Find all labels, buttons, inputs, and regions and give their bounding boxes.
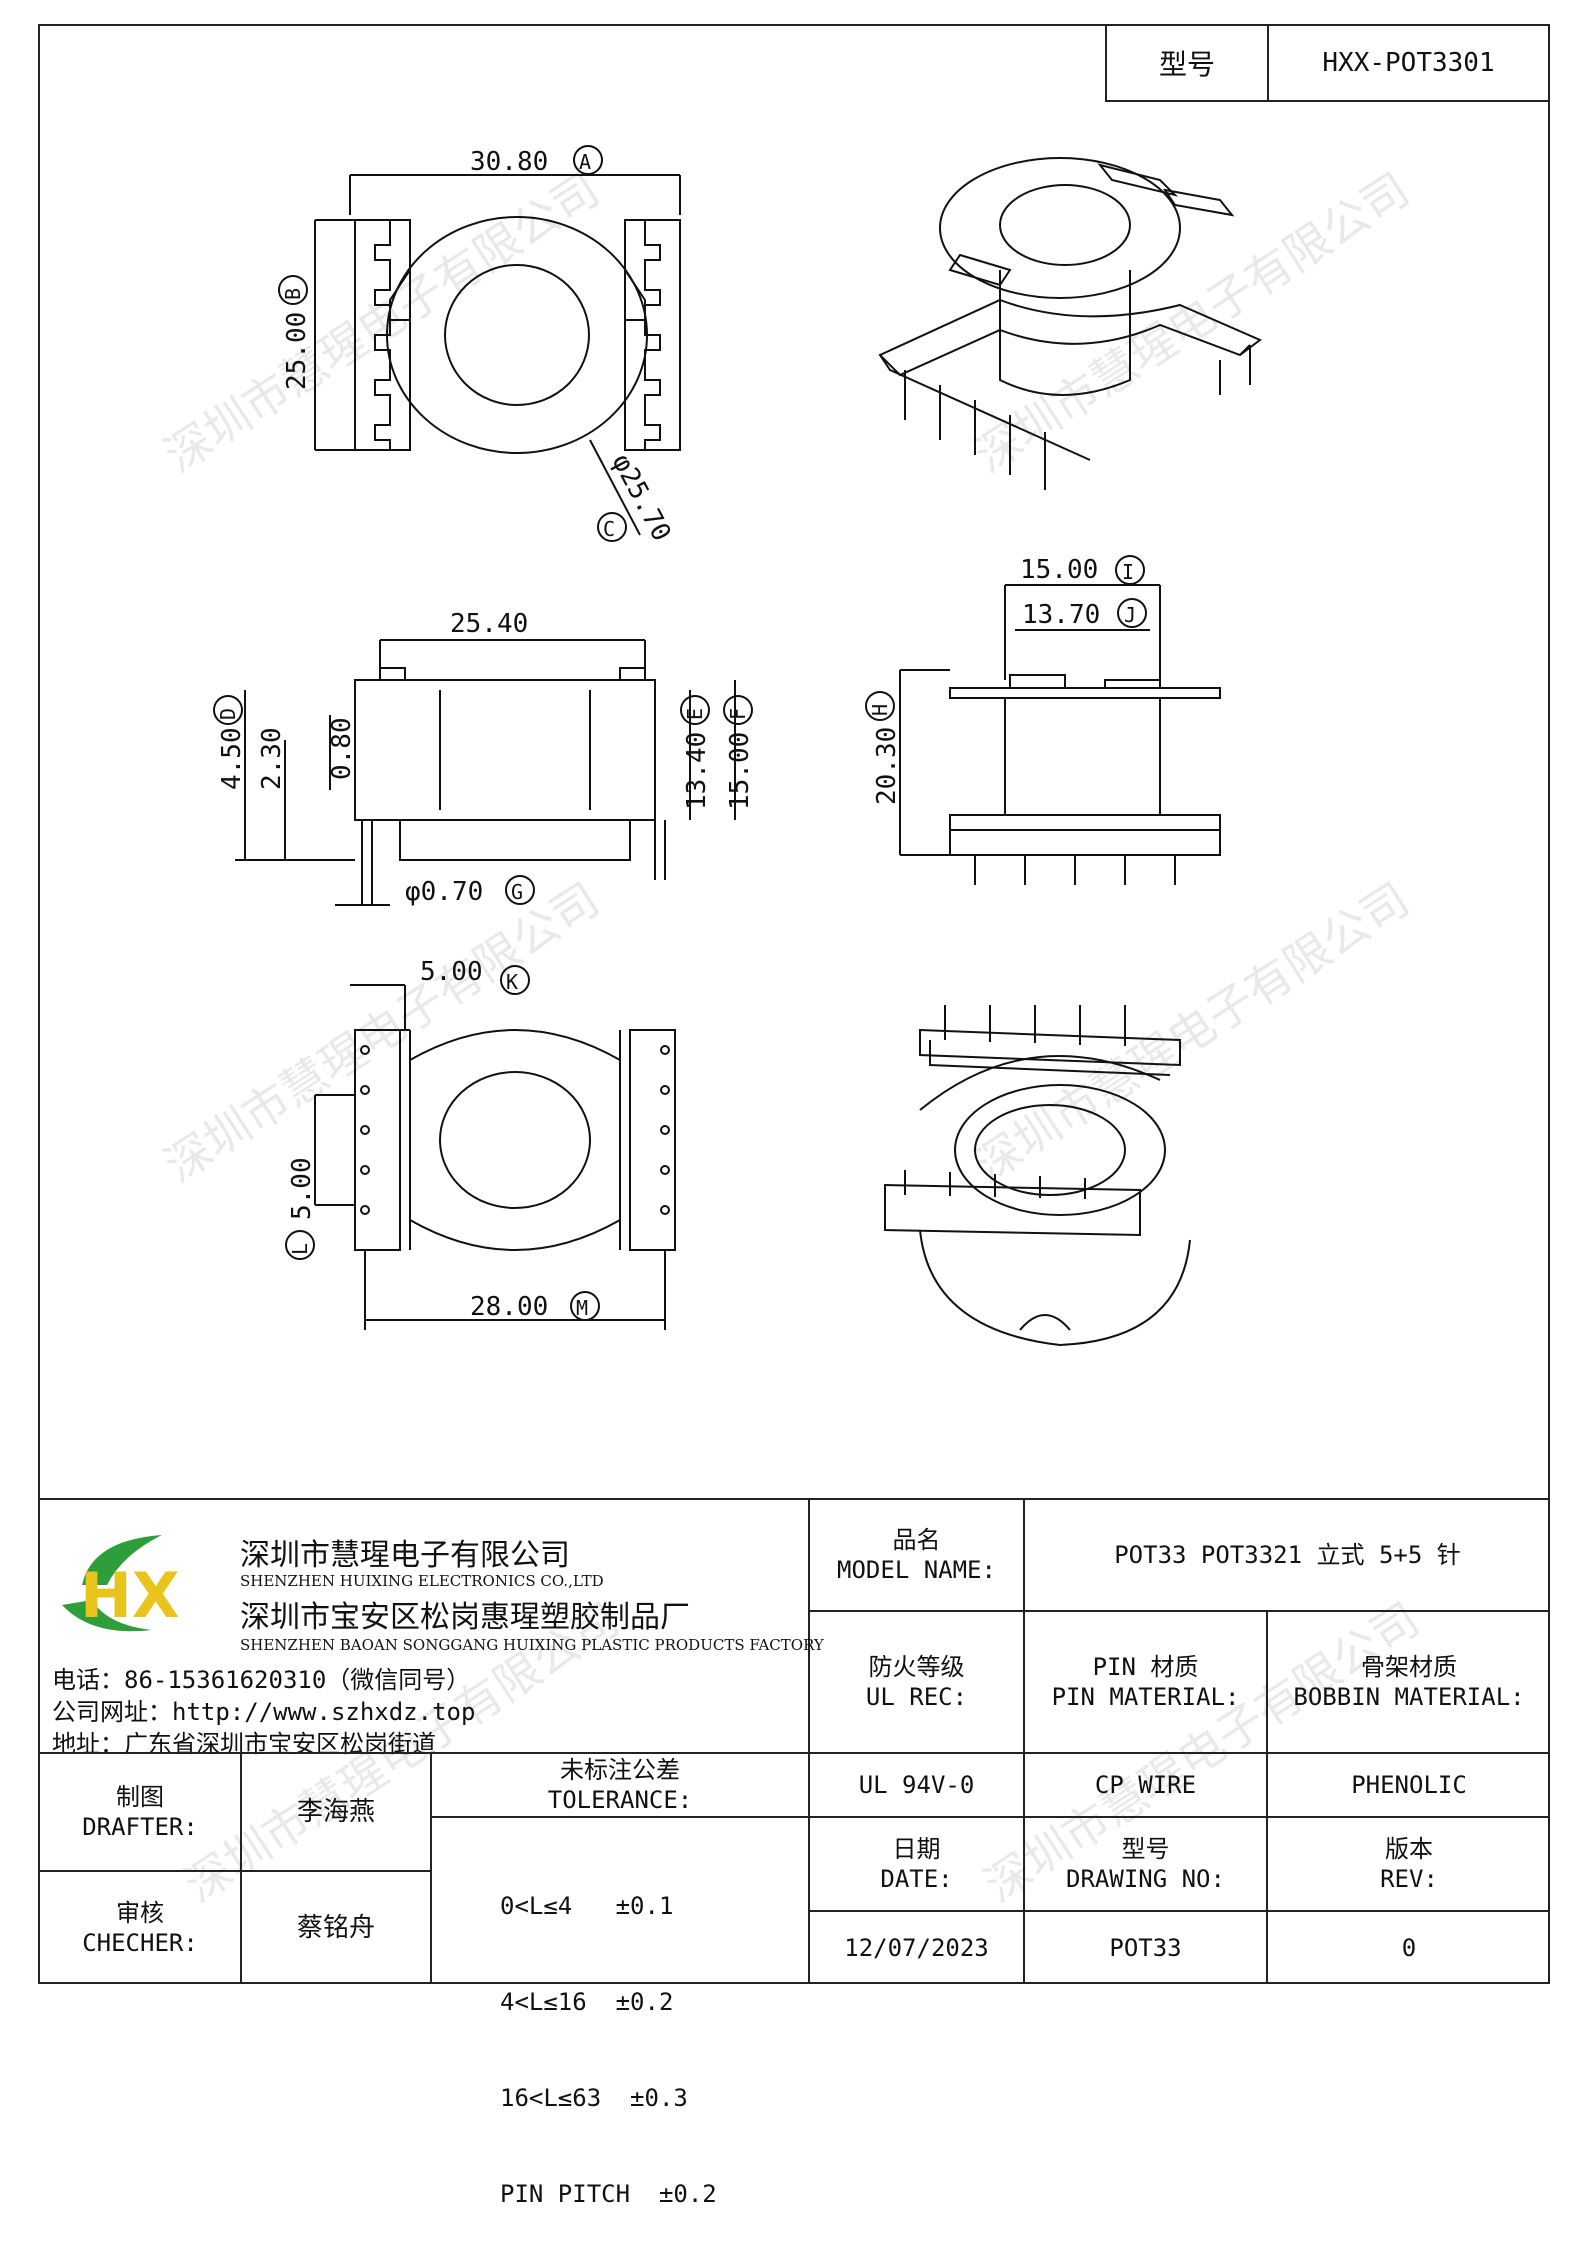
- dim-len-value: 25.40: [450, 609, 528, 639]
- dim-k-value: 5.00: [420, 957, 483, 987]
- grid-line: [808, 1910, 1550, 1912]
- grid-line: [432, 1816, 808, 1818]
- tolerance-line: 16<L≤63 ±0.3: [500, 2084, 688, 2112]
- rev-value: 0: [1401, 1934, 1417, 1962]
- drawing-sheet-border: [38, 24, 1550, 1984]
- dim-b-value: 25.00: [282, 312, 312, 390]
- dim-e-tag: E: [683, 708, 707, 720]
- dim-l-value: 5.00: [287, 1157, 317, 1220]
- company-phone: 电话：86-15361620310（微信同号）: [52, 1666, 471, 1694]
- dim-h-value: 20.30: [872, 727, 902, 805]
- dim-f-value: 15.00: [725, 732, 755, 810]
- dim-m-value: 28.00: [470, 1292, 548, 1322]
- grid-line: [808, 1816, 1550, 1818]
- dim-m-tag: M: [576, 1296, 588, 1320]
- company-website: 公司网址：http://www.szhxdz.top: [52, 1698, 476, 1726]
- model-label: 型号: [1107, 26, 1269, 100]
- dim-c-tag: C: [603, 517, 615, 541]
- dim-b-tag: B: [281, 288, 305, 300]
- tolerance-line: PIN PITCH ±0.2: [500, 2180, 717, 2208]
- dim-j-tag: J: [1124, 603, 1136, 627]
- dim-d3-value: 0.80: [327, 717, 357, 780]
- grid-line: [430, 1752, 432, 1984]
- isometric-view-bottom: [884, 1005, 1191, 1347]
- company-name-cn: 深圳市慧瑆电子有限公司: [240, 1538, 570, 1573]
- tolerance-line: 0<L≤4 ±0.1: [500, 1892, 674, 1920]
- grid-line: [1023, 1498, 1025, 1984]
- dim-g-tag: G: [511, 880, 523, 904]
- dim-d-tag: D: [216, 708, 240, 720]
- drawing-no-value: POT33: [1109, 1934, 1182, 1962]
- model-name-value: POT33 POT3321 立式 5+5 针: [1114, 1541, 1461, 1569]
- grid-line: [240, 1752, 242, 1984]
- model-number-box: 型号 HXX-POT3301: [1105, 24, 1550, 102]
- isometric-view-top: [878, 157, 1262, 490]
- company-logo: HX: [52, 1525, 217, 1645]
- drafter-name: 李海燕: [296, 1796, 375, 1827]
- dim-k-tag: K: [506, 970, 518, 994]
- grid-line: [808, 1610, 1550, 1612]
- company-name-en: SHENZHEN HUIXING ELECTRONICS CO.,LTD: [240, 1572, 604, 1590]
- checker-name: 蔡铭舟: [296, 1912, 375, 1943]
- pin-value: CP WIRE: [1094, 1771, 1197, 1799]
- dim-d-value: 4.50: [217, 727, 247, 790]
- title-block-top-rule: [38, 1498, 1550, 1500]
- dim-e-value: 13.40: [682, 732, 712, 810]
- bottom-view: 5.00 K 5.00 L 28.00 M: [285, 957, 676, 1330]
- logo-text: HX: [80, 1559, 180, 1632]
- date-value: 12/07/2023: [844, 1934, 989, 1962]
- top-view: 30.80 A 25.00 B φ25.70 C: [278, 145, 681, 546]
- dim-f-tag: F: [726, 708, 750, 720]
- dim-c-value: φ25.70: [606, 449, 677, 546]
- dim-g-value: φ0.70: [405, 877, 483, 907]
- title-block-divider: [808, 1498, 810, 1984]
- factory-name-en: SHENZHEN BAOAN SONGGANG HUIXING PLASTIC …: [240, 1636, 824, 1654]
- bobbin-value: PHENOLIC: [1351, 1771, 1467, 1799]
- grid-line: [38, 1870, 432, 1872]
- dim-a-value: 30.80: [470, 147, 548, 177]
- dim-l-tag: L: [288, 1243, 312, 1255]
- dim-d2-value: 2.30: [257, 727, 287, 790]
- tolerance-line: 4<L≤16 ±0.2: [500, 1988, 674, 2016]
- side-view: 25.40 4.50 D 2.30 0.80 13.40 E 15.00 F φ…: [213, 609, 755, 907]
- ul-value: UL 94V-0: [858, 1771, 975, 1799]
- factory-name-cn: 深圳市宝安区松岗惠瑆塑胶制品厂: [240, 1600, 690, 1635]
- front-view: 15.00 I 13.70 J 20.30 H: [865, 555, 1221, 885]
- model-value: HXX-POT3301: [1322, 48, 1495, 78]
- dim-a-tag: A: [579, 150, 591, 174]
- dim-i-value: 15.00: [1020, 555, 1098, 585]
- dim-i-tag: I: [1122, 560, 1134, 584]
- tolerance-table: 0<L≤4 ±0.1 4<L≤16 ±0.2 16<L≤63 ±0.3 PIN …: [500, 1826, 717, 2242]
- technical-drawing: 30.80 A 25.00 B φ25.70 C: [213, 145, 1262, 1347]
- dim-h-tag: H: [868, 704, 892, 716]
- dim-j-value: 13.70: [1022, 600, 1100, 630]
- grid-line: [38, 1752, 1550, 1754]
- grid-line: [1266, 1610, 1268, 1984]
